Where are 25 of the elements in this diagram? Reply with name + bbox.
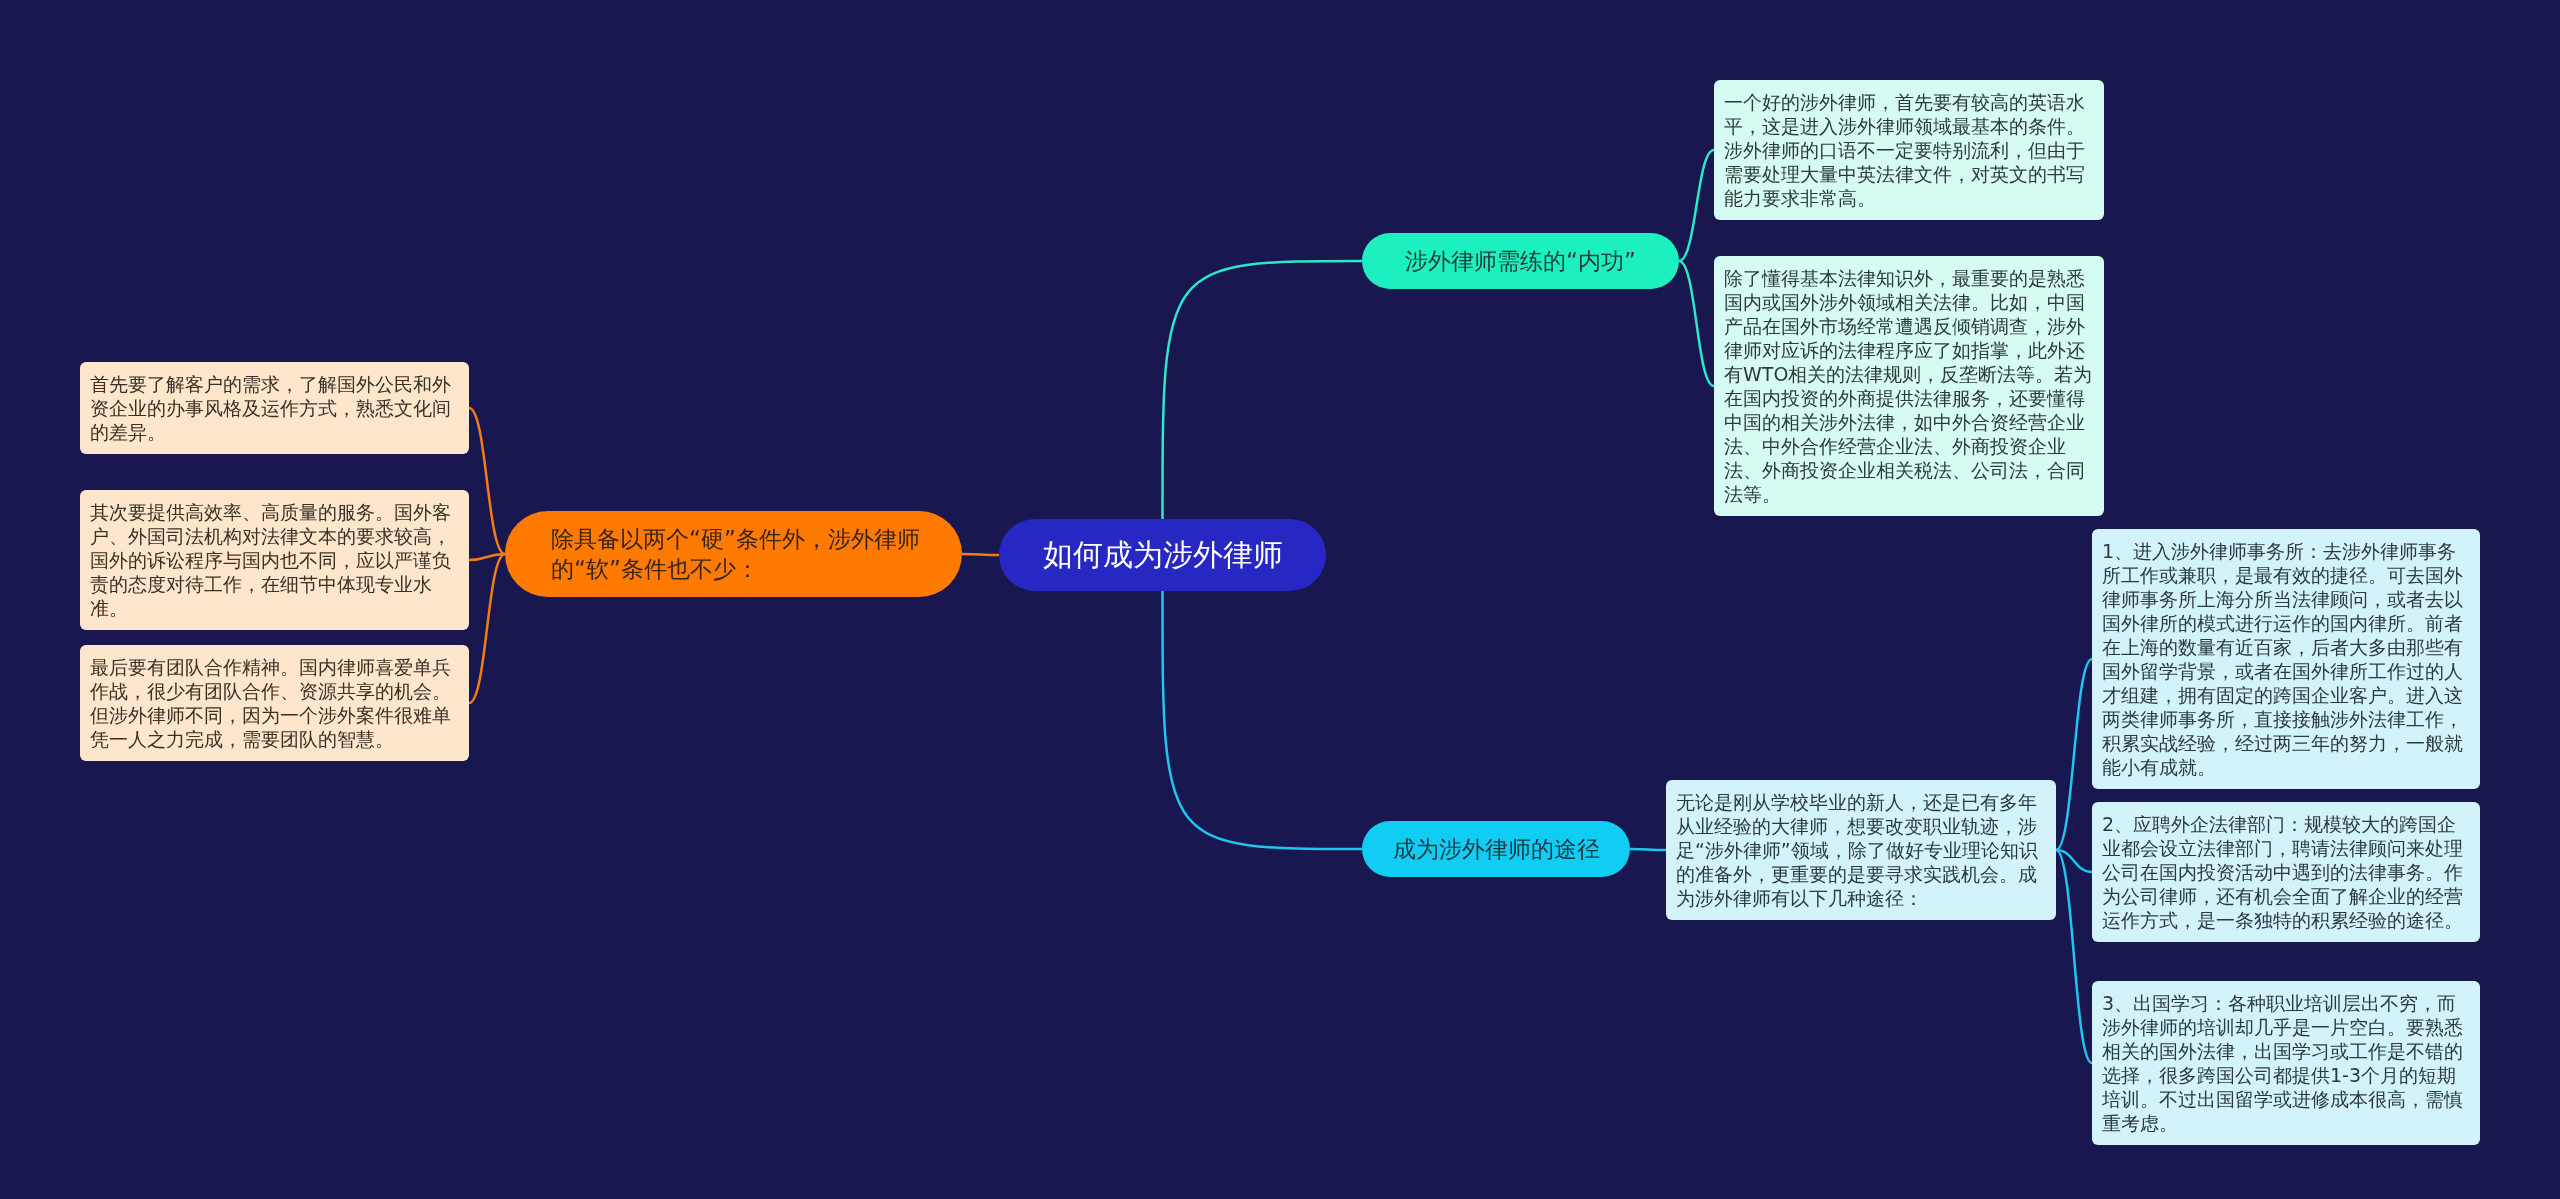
connector-line <box>1630 847 1666 852</box>
note-card: 其次要提供高效率、高质量的服务。国外客户、外国司法机构对法律文本的要求较高，国外的诉讼程序与国内也不同，应以严谨负责的态度对待工作，在细节中体现专业水准。 <box>80 490 469 630</box>
note-card: 最后要有团队合作精神。国内律师喜爱单兵作战，很少有团队合作、资源共享的机会。但涉外律师不同，因为一个涉外案件很难单凭一人之力完成，需要团队的智慧。 <box>80 645 469 761</box>
connector-line <box>962 552 999 557</box>
connector-line <box>468 406 506 556</box>
connector-line <box>2055 848 2093 874</box>
note-card: 2、应聘外企法律部门：规模较大的跨国企业都会设立法律部门，聘请法律顾问来处理公司在国内投资活动中遇到的法律事务。作为公司律师，还有机会全面了解企业的经营运作方式，是一条独特的积累经验的途径。 <box>2092 802 2480 942</box>
branch-topic: 成为涉外律师的途径 <box>1362 821 1630 877</box>
note-card: 3、出国学习：各种职业培训层出不穷，而涉外律师的培训却几乎是一片空白。要熟悉相关的国外法律，出国学习或工作是不错的选择，很多跨国公司都提供1-3个月的短期培训。不过出国留学或进修成本很高，需慎重考虑。 <box>2092 981 2480 1145</box>
branch-topic: 涉外律师需练的“内功” <box>1362 233 1679 289</box>
note-card: 首先要了解客户的需求，了解国外公民和外资企业的办事风格及运作方式，熟悉文化间的差异。 <box>80 362 469 454</box>
connector-line <box>1678 259 1715 388</box>
connector-line <box>468 552 506 562</box>
central-topic: 如何成为涉外律师 <box>999 519 1326 591</box>
connector-line <box>468 553 506 704</box>
connector-line <box>1161 259 1362 519</box>
note-card: 1、进入涉外律师事务所：去涉外律师事务所工作或兼职，是最有效的捷径。可去国外律师事务所上海分所当法律顾问，或者去以国外律所的模式进行运作的国内律所。前者在上海的数量有近百家，后者大多由那些有国外留学背景，或者在国外律所工作过的人才组建，拥有固定的跨国企业客户。进入这两类律师事务所，直接接触涉外法律工作，积累实战经验，经过两三年的努力，一般就能小有成就。 <box>2092 529 2480 789</box>
connector-line <box>1678 148 1715 263</box>
connector-line <box>2055 849 2093 1064</box>
note-card: 除了懂得基本法律知识外，最重要的是熟悉国内或国外涉外领域相关法律。比如，中国产品在国外市场经常遭遇反倾销调查，涉外律师对应诉的法律程序应了如指掌，此外还有WTO相关的法律规则，反垄断法等。若为在国内投资的外商提供法律服务，还要懂得中国的相关涉外法律，如中外合资经营企业法、中外合作经营企业法、外商投资企业法、外商投资企业相关税法、公司法，合同法等。 <box>1714 256 2104 516</box>
connector-line <box>1161 591 1362 851</box>
connector-line <box>2055 658 2093 851</box>
note-card: 无论是刚从学校毕业的新人，还是已有多年从业经验的大律师，想要改变职业轨迹，涉足“涉外律师”领域，除了做好专业理论知识的准备外，更重要的是要寻求实践机会。成为涉外律师有以下几种途径： <box>1666 780 2056 920</box>
branch-topic: 除具备以两个“硬”条件外，涉外律师的“软”条件也不少： <box>505 511 962 597</box>
note-card: 一个好的涉外律师，首先要有较高的英语水平，这是进入涉外律师领域最基本的条件。涉外律师的口语不一定要特别流利，但由于需要处理大量中英法律文件，对英文的书写能力要求非常高。 <box>1714 80 2104 220</box>
